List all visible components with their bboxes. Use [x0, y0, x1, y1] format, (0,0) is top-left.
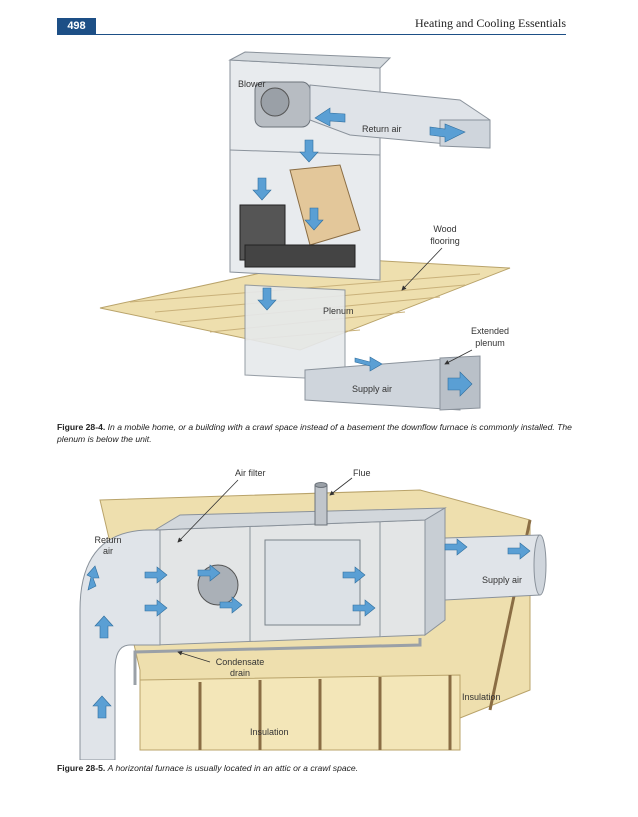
svg-text:Flue: Flue — [353, 468, 371, 478]
arrow-icon — [219, 596, 243, 614]
arrow-icon — [354, 356, 383, 372]
arrow-icon — [252, 177, 272, 201]
running-head: Heating and Cooling Essentials — [415, 16, 566, 30]
extended-plenum-label: Extended plenum — [444, 326, 509, 365]
arrow-icon — [86, 565, 100, 591]
furnace-cabinet — [154, 507, 447, 646]
figure-28-4-caption: Figure 28-4. In a mobile home, or a buil… — [57, 421, 572, 445]
svg-text:Air filter: Air filter — [235, 468, 266, 478]
arrow-icon — [92, 695, 112, 719]
wood-flooring-label: Wood flooring — [401, 224, 460, 291]
supply-air-label: Supply air — [482, 575, 522, 585]
return-air-label: Return air — [94, 535, 121, 556]
insulation-label-right: Insulation — [462, 692, 501, 702]
arrow-icon — [304, 207, 324, 231]
horizontal-furnace-illustration: Air filter Flue Return air Supply air Co… — [79, 468, 547, 760]
header-rule — [57, 34, 566, 35]
airflow-arrows — [252, 107, 473, 397]
arrow-icon — [197, 564, 221, 582]
airflow-arrows — [86, 538, 531, 719]
flue — [314, 482, 328, 526]
svg-text:Condensate: Condensate — [216, 657, 265, 667]
condensate-drain-label: Condensate drain — [177, 650, 265, 678]
arrow-icon — [429, 123, 466, 143]
arrow-icon — [257, 287, 277, 311]
supply-air-label: Supply air — [352, 384, 392, 394]
return-air-label: Return air — [362, 124, 402, 134]
svg-text:Extended: Extended — [471, 326, 509, 336]
flue-label: Flue — [329, 468, 371, 496]
condensate-drain — [133, 638, 422, 685]
plenum-label: Plenum — [323, 306, 354, 316]
svg-text:Wood: Wood — [433, 224, 456, 234]
svg-text:Return: Return — [94, 535, 121, 545]
arrow-icon — [144, 599, 168, 617]
arrow-icon — [342, 566, 366, 584]
arrow-icon — [144, 566, 168, 584]
arrow-icon — [94, 615, 114, 639]
arrow-icon — [507, 542, 531, 560]
svg-text:plenum: plenum — [475, 338, 505, 348]
arrow-icon — [447, 371, 473, 397]
caption-number: Figure 28-5. — [57, 763, 106, 773]
caption-text: A horizontal furnace is usually located … — [107, 763, 359, 773]
blower — [254, 81, 311, 128]
arrow-icon — [299, 139, 319, 163]
caption-text: In a mobile home, or a building with a c… — [57, 422, 572, 444]
svg-text:flooring: flooring — [430, 236, 460, 246]
air-filter-label: Air filter — [177, 468, 266, 543]
insulation-label-bottom: Insulation — [250, 727, 289, 737]
figure-28-5-caption: Figure 28-5. A horizontal furnace is usu… — [57, 762, 572, 774]
arrow-icon — [444, 538, 468, 556]
arrow-icon — [314, 107, 346, 127]
plenum — [244, 284, 481, 411]
arrow-icon — [352, 599, 376, 617]
caption-number: Figure 28-4. — [57, 422, 106, 432]
svg-text:drain: drain — [230, 668, 250, 678]
page-number: 498 — [57, 18, 96, 34]
downflow-furnace-illustration: Blower Return air Wood flooring Plenum E… — [99, 51, 511, 411]
blower-label: Blower — [238, 79, 266, 89]
svg-text:air: air — [103, 546, 113, 556]
heat-exchanger — [239, 164, 361, 268]
